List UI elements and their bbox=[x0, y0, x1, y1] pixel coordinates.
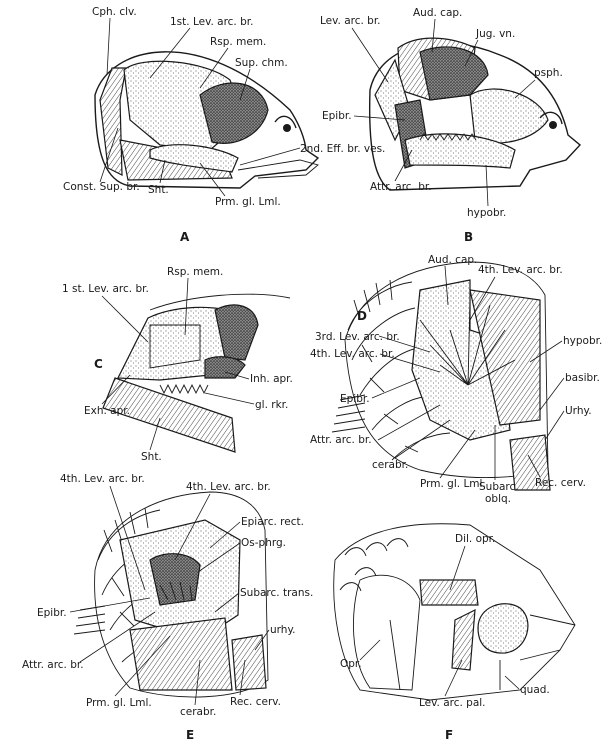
dilator-operculi-f bbox=[419, 579, 479, 606]
label-cerabr-e: cerabr. bbox=[180, 706, 216, 718]
inhalant-aperture-c bbox=[204, 356, 246, 379]
panel-letter-a: A bbox=[180, 230, 190, 244]
head-outline-a bbox=[94, 51, 320, 189]
operculum-f bbox=[353, 574, 421, 691]
head-outline-c bbox=[149, 293, 291, 311]
gill-arch-b bbox=[404, 133, 516, 169]
gill-arches-d bbox=[411, 279, 511, 441]
suprabranchial-chamber-a bbox=[199, 82, 269, 144]
label-lev-arc-br-b: Lev. arc. br. bbox=[320, 15, 381, 27]
label-rec-cerv-e: Rec. cerv. bbox=[230, 696, 281, 708]
urohyal-e bbox=[231, 634, 267, 691]
fan-muscle-d bbox=[419, 299, 516, 386]
label-attr-arc-br-d: Attr. arc. br. bbox=[310, 434, 372, 446]
barbel-b bbox=[539, 111, 563, 125]
panel-c: Rsp. mem. 1 st. Lev. arc. br. Inh. apr. … bbox=[62, 266, 293, 463]
label-rec-cerv-d: Rec. cerv. bbox=[535, 477, 586, 489]
label-subarc-d: Subarc. bbox=[479, 481, 519, 493]
label-cph-clv: Cph. clv. bbox=[92, 6, 137, 18]
label-basibr: basibr. bbox=[565, 372, 600, 384]
label-urhy-e: urhy. bbox=[270, 624, 296, 636]
label-2nd-eff-br-ves: 2nd. Eff. br. ves. bbox=[300, 143, 385, 155]
panel-e: 4th. Lev. arc. br. 4th. Lev. arc. br. Ep… bbox=[22, 473, 313, 742]
label-opr: Opr. bbox=[340, 658, 362, 670]
label-aud-cap-b: Aud. cap. bbox=[413, 7, 462, 19]
label-epibr-e: Epibr. bbox=[37, 607, 67, 619]
pharyngeal-teeth-e bbox=[159, 581, 193, 601]
label-hypobr-d: hypobr. bbox=[563, 335, 602, 347]
label-attr-arc-br-b: Attr. arc. br. bbox=[370, 181, 432, 193]
label-4th-lev-arc-br-e1: 4th. Lev. arc. br. bbox=[60, 473, 145, 485]
label-gl-rkr: gl. rkr. bbox=[255, 399, 288, 411]
cephalic-clavicle-a bbox=[99, 67, 127, 176]
label-sht-a: Sht. bbox=[148, 184, 169, 196]
label-os-phrg: Os-phrg. bbox=[241, 537, 286, 549]
label-hypobr-b: hypobr. bbox=[467, 207, 506, 219]
label-rsp-mem-a: Rsp. mem. bbox=[210, 36, 266, 48]
barbel-a bbox=[274, 115, 297, 129]
shutter-c bbox=[102, 377, 236, 453]
label-4th-lev-arc-br-d2: 4th. Lev. arc. br. bbox=[310, 348, 395, 360]
rakers-b bbox=[419, 133, 477, 141]
eye-f bbox=[477, 603, 529, 654]
fin-rays-d bbox=[331, 394, 366, 433]
os-pharyngeum-e bbox=[149, 553, 201, 606]
panel-letter-d: D bbox=[357, 309, 367, 323]
eye-a bbox=[283, 124, 291, 132]
label-epibr-d: Epibr. bbox=[340, 393, 370, 405]
label-attr-arc-br-e: Attr. arc. br. bbox=[22, 659, 84, 671]
body-outline-e bbox=[94, 491, 269, 698]
label-dil-opr: Dil. opr. bbox=[455, 533, 495, 545]
label-epiarc-rect: Epiarc. rect. bbox=[241, 516, 304, 528]
parasphenoid-b bbox=[469, 88, 549, 144]
label-prm-gl-lml-e: Prm. gl. Lml. bbox=[86, 697, 152, 709]
label-prm-gl-lml-a: Prm. gl. Lml. bbox=[215, 196, 281, 208]
panel-a: Cph. clv. 1st. Lev. arc. br. Rsp. mem. S… bbox=[63, 6, 385, 244]
skull-cavity-b bbox=[419, 46, 489, 101]
jaw-a bbox=[237, 159, 319, 179]
label-4th-lev-arc-br-e2: 4th. Lev. arc. br. bbox=[186, 481, 271, 493]
label-prm-gl-lml-d: Prm. gl. Lml. bbox=[420, 478, 486, 490]
label-1st-lev-arc-br-a: 1st. Lev. arc. br. bbox=[170, 16, 253, 28]
snout-f bbox=[499, 614, 576, 690]
label-urhy-d: Urhy. bbox=[565, 405, 592, 417]
label-epibr-b: Epibr. bbox=[322, 110, 352, 122]
panel-b: Lev. arc. br. Aud. cap. Jug. vn. psph. E… bbox=[320, 7, 582, 244]
label-lev-arc-pal: Lev. arc. pal. bbox=[419, 697, 486, 709]
cerabr-band-e bbox=[129, 617, 233, 691]
panel-letter-b: B bbox=[464, 230, 473, 244]
label-exh-apr: Exh. apr. bbox=[84, 405, 130, 417]
panel-d: Aud. cap. 4th. Lev. arc. br. 3rd. Lev. a… bbox=[310, 254, 602, 505]
panel-letter-c: C bbox=[94, 357, 103, 371]
inner-frame-c bbox=[149, 324, 201, 369]
label-sup-chm: Sup. chm. bbox=[235, 57, 288, 69]
label-1st-lev-arc-br-c: 1 st. Lev. arc. br. bbox=[62, 283, 149, 295]
label-aud-cap-d: Aud. cap. bbox=[428, 254, 477, 266]
label-const-sup-br: Const. Sup. br. bbox=[63, 181, 140, 193]
label-4th-lev-arc-br-d1: 4th. Lev. arc. br. bbox=[478, 264, 563, 276]
label-oblq-d: oblq. bbox=[485, 493, 511, 505]
label-jug-vn: Jug. vn. bbox=[475, 28, 515, 40]
dark-tissue-c bbox=[214, 304, 259, 361]
panel-f: Dil. opr. Opr. quad. Lev. arc. pal. F bbox=[333, 523, 576, 742]
label-psph: psph. bbox=[534, 67, 563, 79]
label-rsp-mem-c: Rsp. mem. bbox=[167, 266, 223, 278]
head-outline-f bbox=[333, 523, 576, 701]
levator-pal-f bbox=[451, 608, 476, 671]
label-cerabr-d: cerabr. bbox=[372, 459, 408, 471]
gill-lamella-a bbox=[149, 144, 239, 173]
label-3rd-lev-arc-br: 3rd. Lev. arc. br. bbox=[315, 331, 400, 343]
eye-b bbox=[549, 121, 557, 129]
panel-letter-e: E bbox=[186, 728, 194, 742]
hypobranchial-d bbox=[469, 289, 541, 426]
label-sht-c: Sht. bbox=[141, 451, 162, 463]
label-quad: quad. bbox=[520, 684, 550, 696]
rakers-c bbox=[159, 383, 209, 395]
label-inh-apr: Inh. apr. bbox=[250, 373, 293, 385]
scale-pattern-f bbox=[339, 538, 409, 592]
panel-letter-f: F bbox=[445, 728, 453, 742]
label-subarc-trans: Subarc. trans. bbox=[240, 587, 313, 599]
